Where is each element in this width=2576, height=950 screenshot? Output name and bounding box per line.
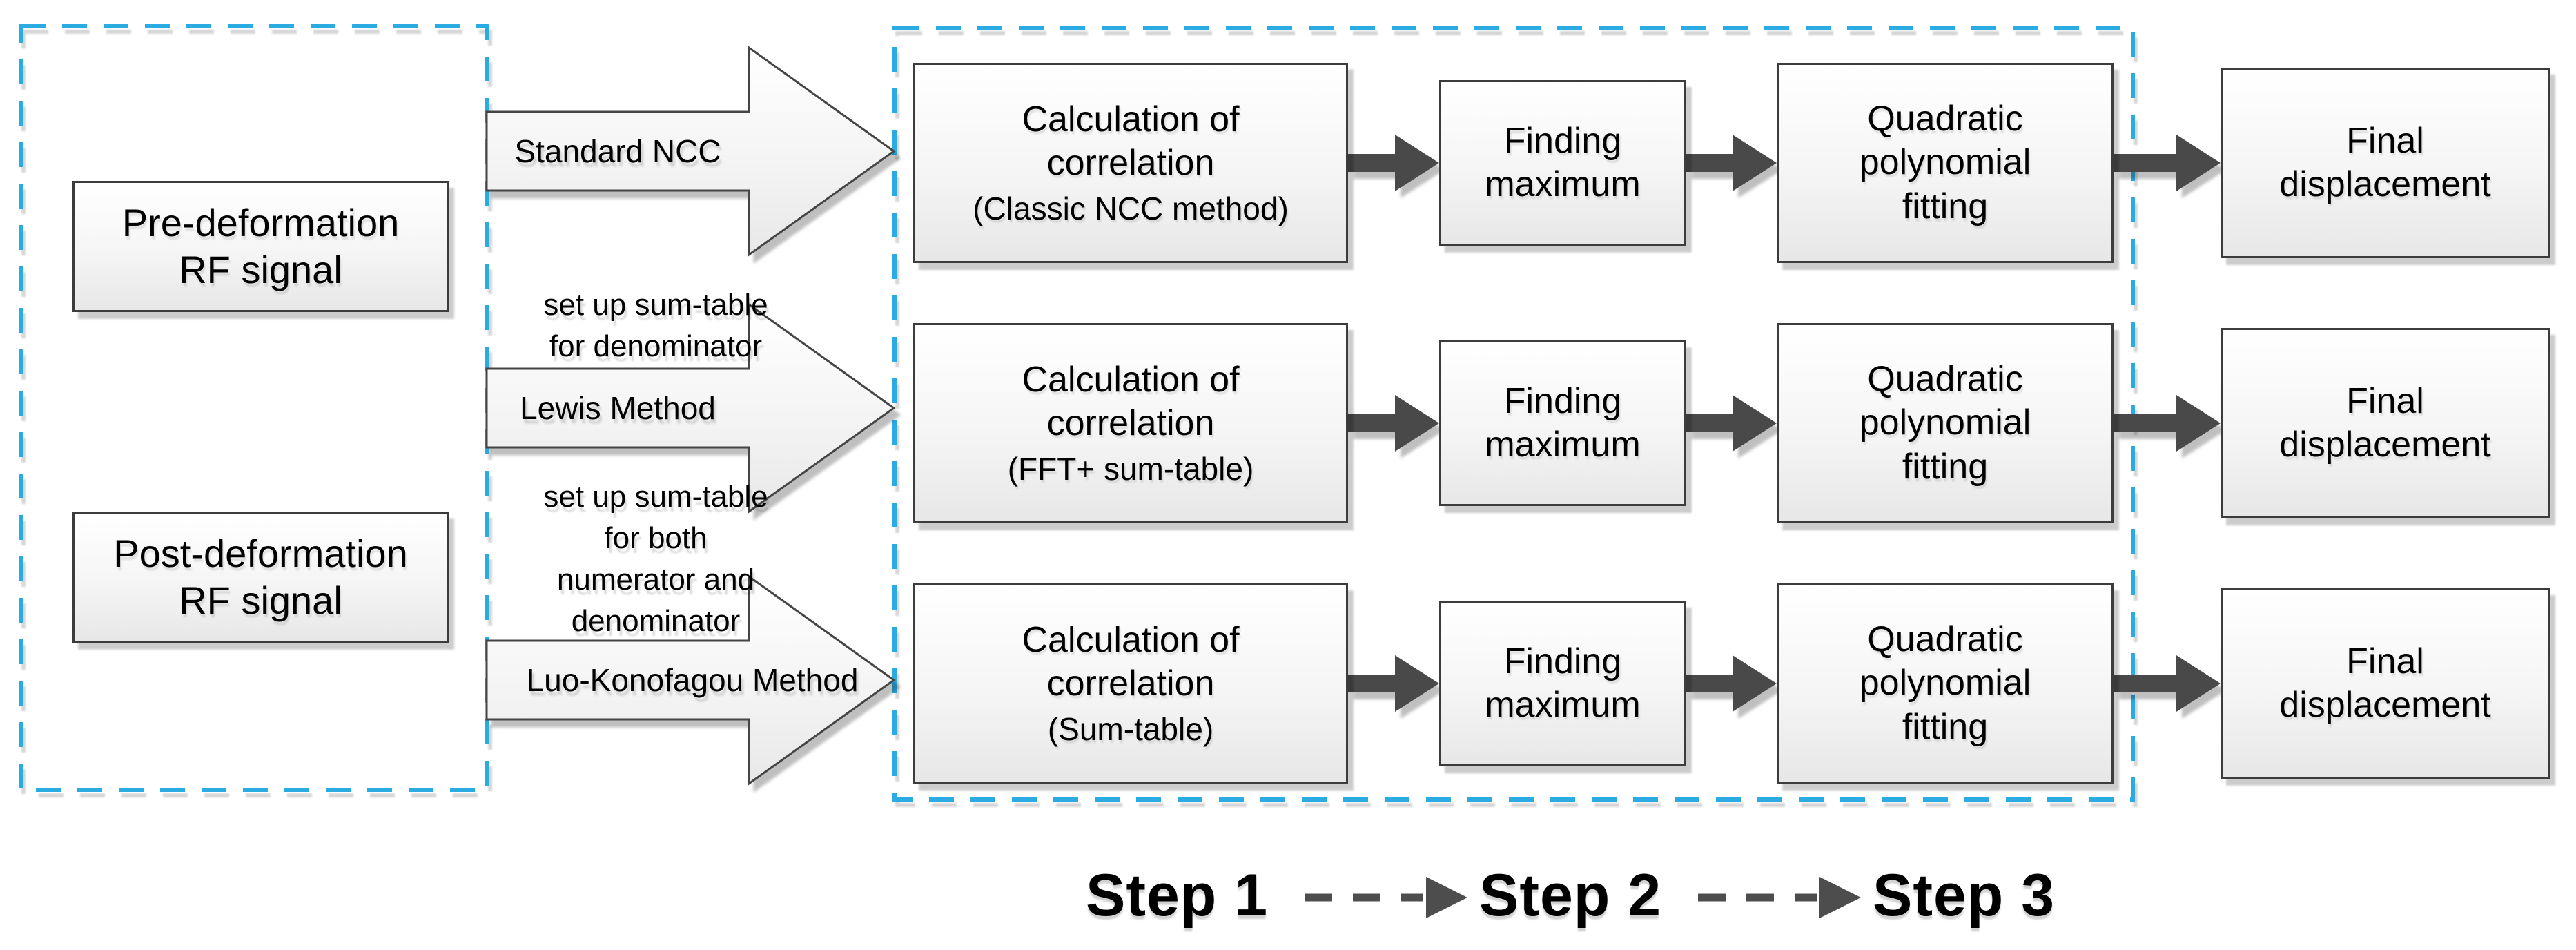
box-text-line: Calculation of <box>1022 99 1240 139</box>
box-text-line: polynomial <box>1859 403 2031 443</box>
box-text-line: displacement <box>2279 685 2491 725</box>
step-arrowhead-icon <box>1426 877 1467 918</box>
flow-arrow-icon <box>1686 655 1777 712</box>
post-deformation-label-line2: RF signal <box>179 579 342 622</box>
box-text-line: (Classic NCC method) <box>973 191 1289 227</box>
box-text-line: polynomial <box>1859 663 2031 704</box>
box-text-line: Quadratic <box>1867 98 2023 139</box>
processing-steps-dashed-container <box>892 26 2135 802</box>
box-text-line: Final <box>2346 641 2424 681</box>
calculation-correlation-box-row1: Calculation of correlation (Classic NCC … <box>913 63 1348 263</box>
note-line: for both <box>604 521 708 555</box>
flow-arrow-icon <box>1348 395 1439 452</box>
box-text-line: correlation <box>1046 663 1215 704</box>
box-text-line: (Sum-table) <box>1047 711 1214 748</box>
finding-maximum-box-row1: Finding maximum <box>1439 80 1686 246</box>
note-line: numerator and <box>556 563 755 597</box>
box-text-line: fitting <box>1902 706 1989 747</box>
luo-sum-table-note: set up sum-table for both numerator and … <box>487 476 825 642</box>
box-text-line: correlation <box>1046 403 1215 443</box>
note-line: set up sum-table <box>543 480 768 514</box>
box-text-line: Finding <box>1503 641 1622 681</box>
box-text-line: Finding <box>1503 380 1622 421</box>
pre-deformation-label-line2: RF signal <box>179 248 342 291</box>
standard-ncc-block-arrow-icon <box>485 46 896 257</box>
box-text-line: (FFT+ sum-table) <box>1007 451 1254 487</box>
standard-ncc-arrow-label: Standard NCC <box>514 133 721 169</box>
finding-maximum-box-row3: Finding maximum <box>1439 601 1686 766</box>
pre-deformation-label-line1: Pre-deformation <box>121 200 400 244</box>
flow-arrow-icon <box>2114 395 2221 452</box>
pre-deformation-signal-box: Pre-deformation RF signal <box>72 181 449 312</box>
quadratic-fitting-box-row2: Quadratic polynomial fitting <box>1777 323 2114 523</box>
note-line: set up sum-table <box>543 288 768 322</box>
box-text-line: displacement <box>2279 164 2491 204</box>
box-text-line: Final <box>2346 120 2424 161</box>
flow-arrow-icon <box>1348 655 1439 712</box>
final-displacement-box-row3: Final displacement <box>2221 588 2550 779</box>
step-1-label: Step 1 <box>1085 862 1269 929</box>
calculation-correlation-box-row3: Calculation of correlation (Sum-table) <box>913 583 1348 784</box>
calculation-correlation-box-row2: Calculation of correlation (FFT+ sum-tab… <box>913 323 1348 523</box>
step-2-label: Step 2 <box>1479 862 1662 929</box>
flow-arrow-icon <box>2114 655 2221 712</box>
post-deformation-signal-box: Post-deformation RF signal <box>72 512 449 643</box>
step-arrowhead-icon <box>1819 877 1861 918</box>
luo-konofagou-block-arrow-icon <box>485 574 896 786</box>
box-text-line: displacement <box>2279 425 2491 465</box>
box-text-line: fitting <box>1902 186 1989 226</box>
box-text-line: Final <box>2346 380 2424 421</box>
quadratic-fitting-box-row3: Quadratic polynomial fitting <box>1777 583 2114 784</box>
final-displacement-box-row2: Final displacement <box>2221 328 2550 518</box>
flow-arrow-icon <box>2114 135 2221 191</box>
note-line: for denominator <box>549 329 763 363</box>
finding-maximum-box-row2: Finding maximum <box>1439 340 1686 506</box>
input-signals-dashed-container <box>19 24 489 792</box>
box-text-line: Quadratic <box>1867 358 2023 399</box>
box-text-line: fitting <box>1902 446 1989 487</box>
lewis-sum-table-note: set up sum-table for denominator <box>487 284 825 367</box>
flow-arrow-icon <box>1686 395 1777 452</box>
flow-arrow-icon <box>1348 135 1439 191</box>
box-text-line: Calculation of <box>1022 359 1240 400</box>
box-text-line: Calculation of <box>1022 619 1240 660</box>
box-text-line: polynomial <box>1859 142 2031 183</box>
flow-arrow-icon <box>1686 135 1777 191</box>
final-displacement-box-row1: Final displacement <box>2221 68 2550 258</box>
box-text-line: maximum <box>1485 164 1641 204</box>
quadratic-fitting-box-row1: Quadratic polynomial fitting <box>1777 63 2114 263</box>
note-line: denominator <box>571 604 741 638</box>
step-3-label: Step 3 <box>1872 862 2056 929</box>
post-deformation-label-line1: Post-deformation <box>113 531 408 575</box>
box-text-line: Quadratic <box>1867 619 2023 659</box>
box-text-line: maximum <box>1485 685 1641 725</box>
box-text-line: Finding <box>1503 120 1622 161</box>
luo-konofagou-arrow-label: Luo-Konofagou Method <box>526 662 859 698</box>
lewis-method-block-arrow-icon <box>485 302 896 514</box>
lewis-method-arrow-label: Lewis Method <box>520 390 716 426</box>
box-text-line: maximum <box>1485 425 1641 465</box>
box-text-line: correlation <box>1046 142 1215 183</box>
